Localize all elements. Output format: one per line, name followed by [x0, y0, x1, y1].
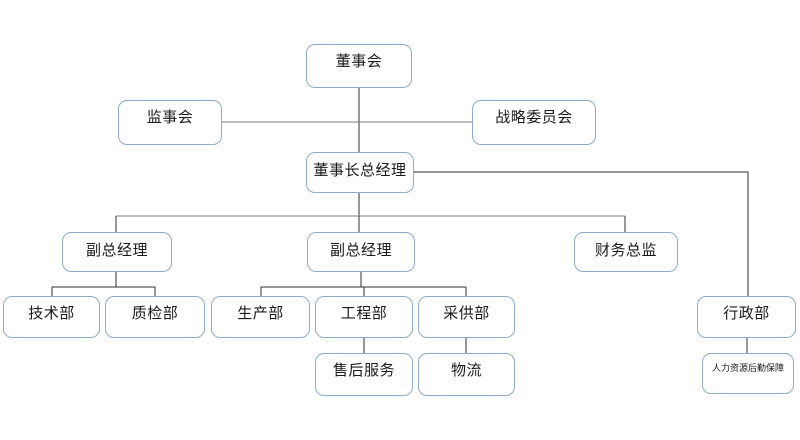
org-node-tech[interactable]: 技术部	[3, 296, 100, 338]
org-node-label-chairman: 董事长总经理	[313, 161, 407, 179]
org-node-cfo[interactable]: 财务总监	[574, 232, 678, 272]
org-node-engineering[interactable]: 工程部	[315, 296, 413, 338]
org-node-label-aftersales: 售后服务	[332, 361, 395, 379]
org-node-label-qc: 质检部	[131, 304, 179, 322]
org-node-chairman[interactable]: 董事长总经理	[306, 152, 414, 193]
org-node-vgm1[interactable]: 副总经理	[62, 232, 172, 272]
org-node-logistics[interactable]: 物流	[418, 353, 515, 396]
org-node-label-board: 董事会	[335, 52, 383, 70]
org-node-hr[interactable]: 人力资源后勤保障	[702, 353, 794, 394]
org-node-production[interactable]: 生产部	[211, 296, 310, 338]
org-node-label-hr: 人力资源后勤保障	[711, 364, 784, 374]
org-node-label-admin: 行政部	[723, 304, 770, 322]
org-node-vgm2[interactable]: 副总经理	[307, 232, 415, 272]
org-node-label-procurement: 采供部	[443, 304, 490, 322]
org-node-label-strategy: 战略委员会	[495, 108, 573, 126]
org-node-label-production: 生产部	[237, 304, 284, 322]
org-node-procurement[interactable]: 采供部	[418, 296, 515, 338]
org-node-label-vgm2: 副总经理	[329, 241, 392, 259]
org-node-label-engineering: 工程部	[340, 304, 388, 322]
org-node-label-supervisors: 监事会	[146, 108, 194, 126]
org-node-label-logistics: 物流	[450, 361, 482, 379]
org-node-board[interactable]: 董事会	[306, 44, 412, 88]
org-node-label-cfo: 财务总监	[594, 241, 657, 259]
org-node-aftersales[interactable]: 售后服务	[315, 353, 413, 396]
org-node-label-tech: 技术部	[28, 304, 75, 322]
org-node-qc[interactable]: 质检部	[105, 296, 205, 338]
org-node-strategy[interactable]: 战略委员会	[472, 100, 596, 145]
org-node-supervisors[interactable]: 监事会	[118, 100, 222, 145]
org-node-admin[interactable]: 行政部	[697, 296, 796, 338]
org-node-label-vgm1: 副总经理	[85, 241, 148, 259]
